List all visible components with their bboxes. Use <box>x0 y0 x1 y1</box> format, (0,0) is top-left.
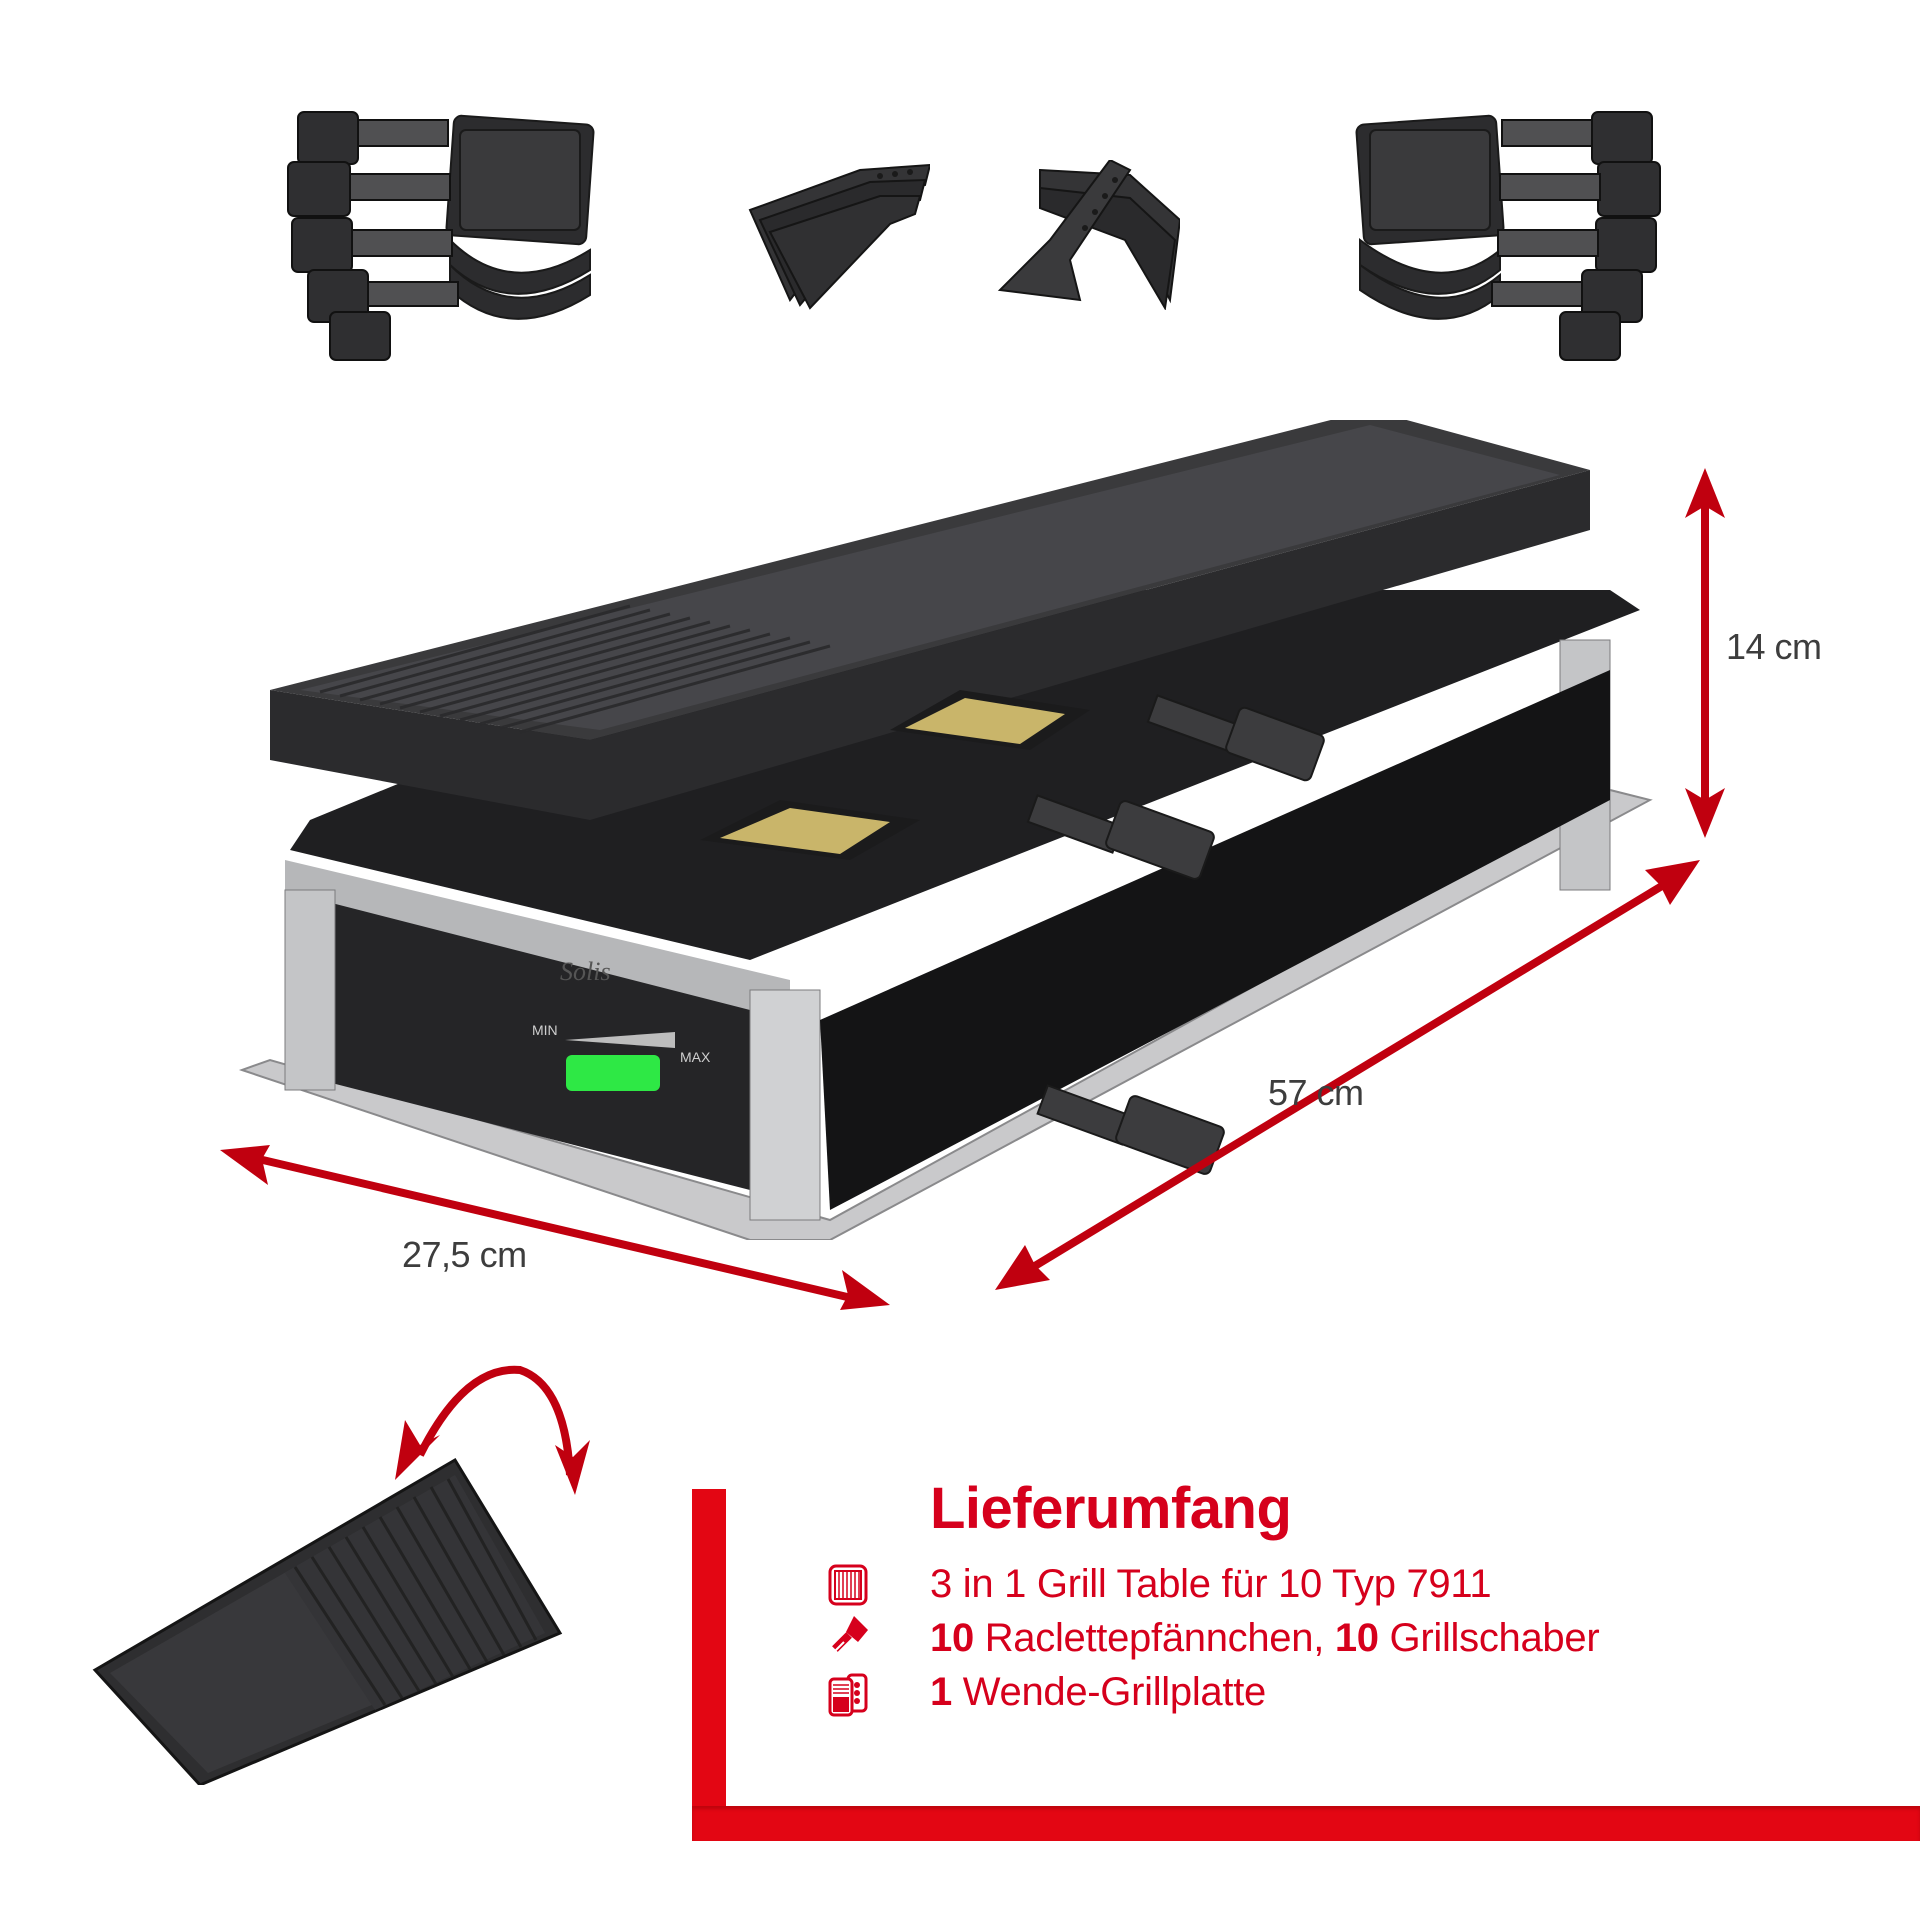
reversible-grill-plate-image <box>92 1457 563 1785</box>
delivery-item-reversible-plate: 1 Wende-Grillplatte <box>930 1670 1266 1715</box>
height-arrow-icon <box>1685 468 1725 838</box>
delivery-item-grill-table: 3 in 1 Grill Table für 10 Typ 7911 <box>930 1562 1492 1607</box>
flip-arrow-icon <box>395 1365 590 1495</box>
heat-scale-wedge <box>565 1032 675 1048</box>
raclette-pans-right-image <box>1355 111 1661 361</box>
power-indicator-light <box>566 1055 660 1091</box>
item-text-pans: Raclettepfännchen, <box>973 1616 1335 1660</box>
raclette-pan-icon <box>832 1616 868 1653</box>
raclette-pans-left-image <box>287 111 595 361</box>
depth-arrow-icon <box>220 1145 890 1310</box>
delivery-item-pans-scrapers: 10 Raclettepfännchen, 10 Grillschaber <box>930 1616 1600 1661</box>
accessories-row <box>280 100 1661 380</box>
reversible-plate-icon <box>828 1673 868 1717</box>
item-text: 3 in 1 Grill Table für 10 Typ 7911 <box>930 1562 1492 1606</box>
length-arrow-icon <box>995 860 1700 1290</box>
depth-dimension-label: 27,5 cm <box>402 1234 527 1275</box>
item-qty-pans: 10 <box>930 1616 974 1660</box>
length-dimension-label: 57 cm <box>1268 1072 1364 1113</box>
min-label: MIN <box>532 1022 558 1038</box>
item-qty-scrapers: 10 <box>1334 1616 1379 1660</box>
item-text-scrapers: Grillschaber <box>1378 1616 1600 1660</box>
brand-mark: Solis <box>560 957 611 986</box>
item-qty-plate: 1 <box>930 1670 952 1714</box>
max-label: MAX <box>680 1049 711 1065</box>
grill-scrapers-right-image <box>997 160 1180 310</box>
height-dimension-label: 14 cm <box>1726 626 1822 667</box>
red-bracket-vertical <box>692 1489 726 1841</box>
grill-table-icon <box>828 1564 868 1606</box>
delivery-contents-title: Lieferumfang <box>930 1476 1292 1541</box>
grill-table-product-image: MIN MAX Solis <box>238 420 1653 1240</box>
item-text-plate: Wende-Grillplatte <box>951 1670 1266 1714</box>
red-bracket-horizontal <box>692 1806 1920 1841</box>
grill-scrapers-left-image <box>748 163 930 310</box>
